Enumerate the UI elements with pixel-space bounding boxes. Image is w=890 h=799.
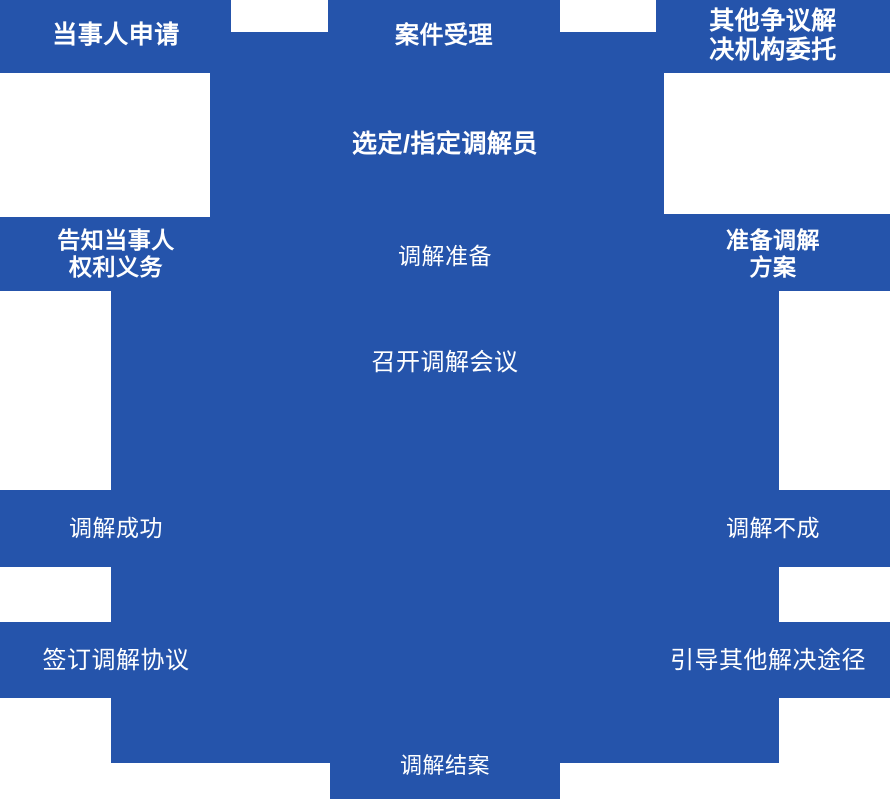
cut-row4-left [0, 567, 111, 622]
cut-bottom-strip-l [0, 763, 330, 799]
flow-node-inform-party-rights-duties[interactable]: 告知当事人 权利义务 [57, 226, 175, 280]
flow-node-mediation-case-closure[interactable]: 调解结案 [399, 753, 490, 779]
flow-node-mediation-failure[interactable]: 调解不成 [726, 515, 820, 542]
cut-row3-right [779, 291, 890, 490]
flow-node-prepare-mediation-plan[interactable]: 准备调解 方案 [726, 226, 820, 280]
cut-row2-right [664, 73, 890, 214]
flow-node-mediation-success[interactable]: 调解成功 [69, 515, 163, 542]
flow-node-sign-mediation-agreement[interactable]: 签订调解协议 [42, 646, 190, 674]
cut-row4-right [779, 567, 890, 622]
flow-node-guide-other-resolution-channels[interactable]: 引导其他解决途径 [670, 646, 866, 674]
cut-row3-left [0, 291, 111, 490]
flow-node-other-dispute-org-entrust[interactable]: 其他争议解 决机构委托 [709, 6, 837, 65]
flow-node-mediation-preparation[interactable]: 调解准备 [398, 243, 492, 270]
flow-node-select-appoint-mediator[interactable]: 选定/指定调解员 [352, 130, 538, 159]
cut-bottom-strip-r [560, 763, 890, 799]
cut-row2-left [0, 73, 210, 217]
cut-top-gap-left [231, 0, 328, 32]
flow-node-case-acceptance[interactable]: 案件受理 [395, 21, 493, 49]
flow-node-party-application[interactable]: 当事人申请 [52, 21, 180, 50]
flow-node-hold-mediation-meeting[interactable]: 召开调解会议 [371, 348, 519, 376]
cut-top-gap-right [560, 0, 656, 32]
